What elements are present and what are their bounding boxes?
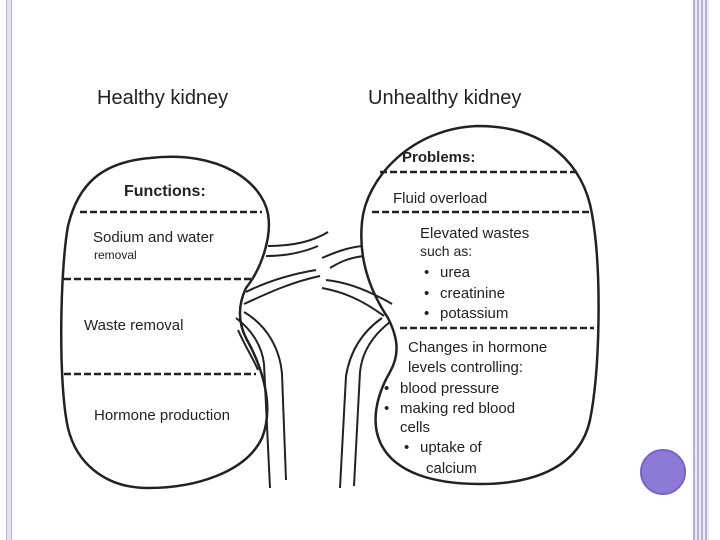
bullet-glyph: • bbox=[424, 285, 429, 302]
unhealthy-vessels bbox=[321, 245, 393, 489]
hormone-item-red-blood: making red blood bbox=[400, 400, 515, 417]
bullet-glyph: • bbox=[424, 305, 429, 322]
healthy-item-hormone: Hormone production bbox=[94, 407, 230, 424]
unhealthy-wastes-sub: such as: bbox=[420, 243, 472, 259]
healthy-vessels bbox=[235, 231, 329, 489]
unhealthy-wastes-title: Elevated wastes bbox=[420, 225, 529, 242]
waste-item-urea: urea bbox=[440, 264, 471, 281]
hormone-item-uptake: uptake of bbox=[420, 439, 483, 456]
healthy-item-sodium: Sodium and water bbox=[93, 229, 214, 246]
bullet-glyph: • bbox=[384, 380, 389, 397]
slide-bullet-circle bbox=[640, 449, 686, 495]
hormone-item-cells: cells bbox=[400, 419, 430, 436]
healthy-item-sodium-cont: removal bbox=[94, 248, 137, 262]
left-frame-border bbox=[6, 0, 12, 540]
bullet-glyph: • bbox=[424, 264, 429, 281]
bullet-glyph: • bbox=[404, 439, 409, 456]
healthy-kidney-outline bbox=[59, 155, 271, 490]
right-frame-stripes bbox=[693, 0, 709, 540]
hormone-item-blood-pressure: blood pressure bbox=[400, 380, 499, 397]
bullet-glyph: • bbox=[384, 400, 389, 417]
unhealthy-kidney-outline bbox=[360, 124, 600, 486]
healthy-item-waste: Waste removal bbox=[84, 317, 183, 334]
unhealthy-problems-header: Problems: bbox=[402, 149, 475, 166]
waste-item-potassium: potassium bbox=[440, 305, 508, 322]
hormone-item-calcium: calcium bbox=[426, 460, 477, 477]
waste-item-creatinine: creatinine bbox=[440, 285, 505, 302]
hormone-line-1: Changes in hormone bbox=[408, 339, 547, 356]
hormone-line-2: levels controlling: bbox=[408, 359, 523, 376]
healthy-kidney-title: Healthy kidney bbox=[97, 87, 228, 109]
healthy-functions-header: Functions: bbox=[124, 183, 206, 200]
unhealthy-kidney-title: Unhealthy kidney bbox=[368, 87, 521, 109]
unhealthy-fluid-overload: Fluid overload bbox=[393, 190, 487, 207]
